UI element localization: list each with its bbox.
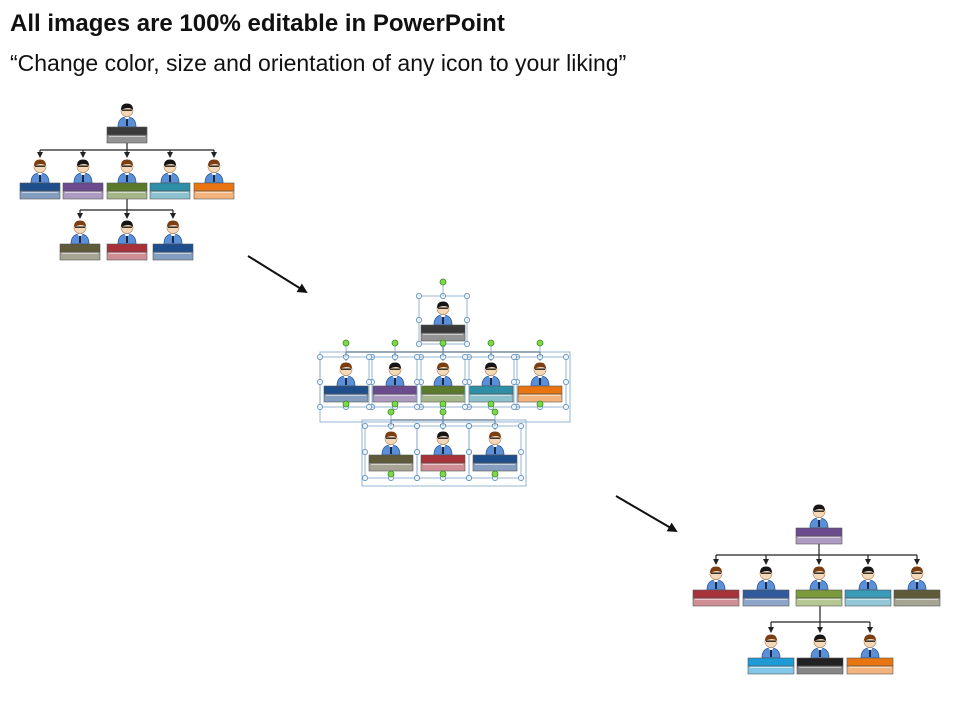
selection-handle-icon[interactable] (491, 408, 499, 416)
person-icon (117, 103, 137, 128)
person-icon (204, 159, 224, 184)
org-box (796, 657, 844, 675)
org-box (19, 182, 61, 200)
selection-handle-icon[interactable] (487, 400, 495, 408)
org-box (468, 385, 514, 403)
person-icon (160, 159, 180, 184)
arrow-right-down-icon (247, 255, 308, 294)
person-icon (858, 566, 878, 591)
person-icon (70, 220, 90, 245)
org-box (420, 454, 466, 472)
org-box (893, 589, 941, 607)
org-box (106, 243, 148, 261)
person-icon (73, 159, 93, 184)
org-box (420, 385, 466, 403)
org-box (323, 385, 369, 403)
org-box (193, 182, 235, 200)
page-subtitle: “Change color, size and orientation of a… (10, 50, 627, 76)
selection-handle-icon[interactable] (439, 400, 447, 408)
org-box (742, 589, 790, 607)
org-box (368, 454, 414, 472)
org-box (106, 126, 148, 144)
selection-handle-icon[interactable] (439, 408, 447, 416)
person-icon (810, 634, 830, 659)
arrow-right-down-icon (615, 495, 678, 533)
org-chart-recolored (692, 504, 941, 675)
org-box (692, 589, 740, 607)
person-icon (485, 431, 505, 456)
person-icon (163, 220, 183, 245)
person-icon (433, 362, 453, 387)
org-box (62, 182, 104, 200)
selection-handle-icon[interactable] (439, 339, 447, 347)
selection-handle-icon[interactable] (391, 339, 399, 347)
selection-handle-icon[interactable] (387, 470, 395, 478)
selection-handle-icon[interactable] (439, 470, 447, 478)
org-chart-original (19, 103, 235, 261)
page-title: All images are 100% editable in PowerPoi… (10, 10, 505, 37)
selection-handle-icon[interactable] (487, 339, 495, 347)
selection-handle-icon[interactable] (439, 278, 447, 286)
person-icon (809, 504, 829, 529)
person-icon (761, 634, 781, 659)
person-icon (706, 566, 726, 591)
org-box (59, 243, 101, 261)
org-box (846, 657, 894, 675)
selection-overlay[interactable] (317, 278, 571, 487)
org-box (517, 385, 563, 403)
person-icon (860, 634, 880, 659)
org-box (844, 589, 892, 607)
person-icon (756, 566, 776, 591)
selection-handle-icon[interactable] (491, 470, 499, 478)
org-box (372, 385, 418, 403)
selection-handle-icon[interactable] (342, 339, 350, 347)
person-icon (385, 362, 405, 387)
org-box (149, 182, 191, 200)
selection-handle-icon[interactable] (536, 339, 544, 347)
person-icon (117, 220, 137, 245)
org-box (420, 324, 466, 342)
person-icon (481, 362, 501, 387)
selection-handle-icon[interactable] (342, 400, 350, 408)
org-box (106, 182, 148, 200)
org-chart-selected (317, 278, 571, 487)
person-icon (907, 566, 927, 591)
person-icon (809, 566, 829, 591)
org-box (795, 589, 843, 607)
org-box (747, 657, 795, 675)
person-icon (117, 159, 137, 184)
person-icon (30, 159, 50, 184)
org-box (472, 454, 518, 472)
person-icon (530, 362, 550, 387)
person-icon (336, 362, 356, 387)
selection-handle-icon[interactable] (536, 400, 544, 408)
selection-handle-icon[interactable] (391, 400, 399, 408)
org-box (795, 527, 843, 545)
person-icon (433, 431, 453, 456)
person-icon (381, 431, 401, 456)
person-icon (433, 301, 453, 326)
org-box (152, 243, 194, 261)
selection-handle-icon[interactable] (387, 408, 395, 416)
